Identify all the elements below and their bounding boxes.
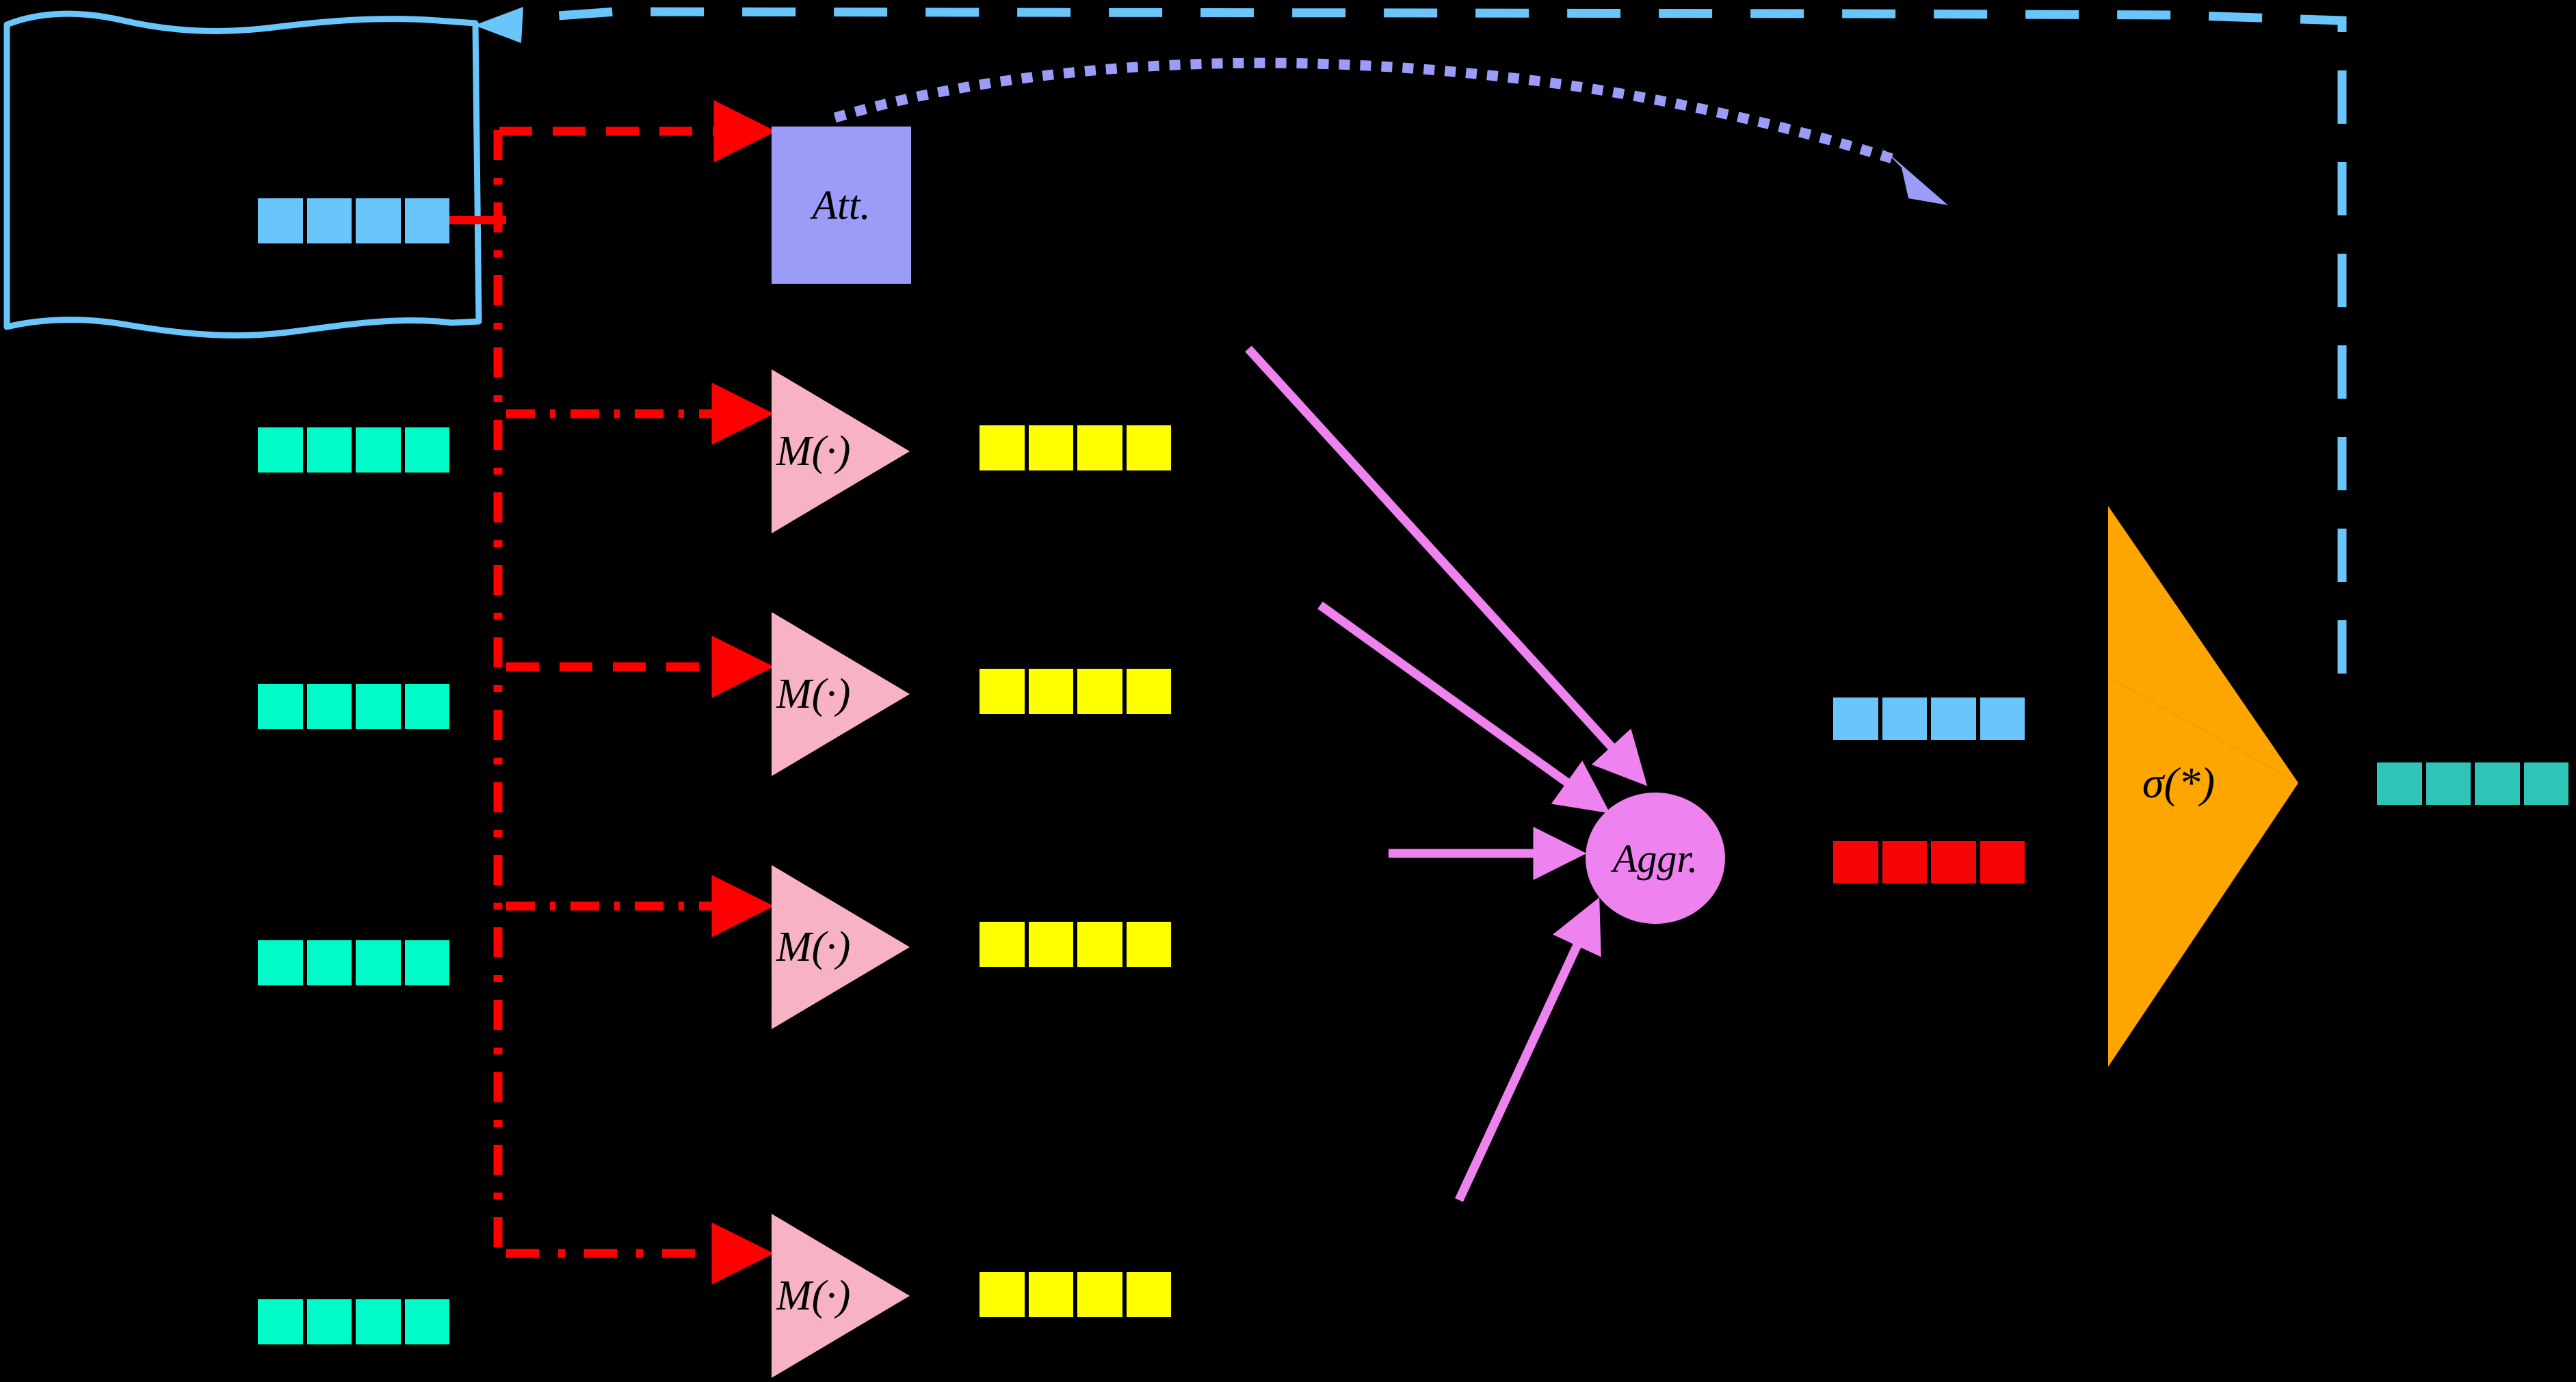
vector-cell: [2523, 762, 2568, 805]
vector-cell: [306, 427, 352, 473]
message-vector-3: [980, 922, 1171, 967]
vector-cell: [1077, 425, 1122, 470]
output-feature-vector: [2377, 762, 2568, 805]
vector-cell: [356, 427, 401, 473]
feedback-loop: [474, 7, 2347, 674]
vector-cell: [258, 684, 303, 729]
vector-cell: [1126, 425, 1171, 470]
vector-cell: [404, 1299, 449, 1344]
vector-cell: [1980, 841, 2025, 883]
vector-cell: [2377, 762, 2422, 805]
neighbor-feature-2: [258, 684, 449, 729]
vector-cell: [1028, 922, 1073, 967]
vector-cell: [1126, 1272, 1171, 1317]
vector-cell: [356, 940, 401, 985]
aggregation-arrows: [1245, 345, 1648, 1202]
vector-cell: [306, 198, 352, 243]
message-function-triangles: [772, 369, 910, 1378]
vector-cell: [2426, 762, 2471, 805]
vector-cell: [980, 425, 1025, 470]
neighbor-feature-3: [258, 940, 449, 985]
aggregation-node-label[interactable]: Aggr.: [1612, 836, 1698, 881]
vector-cell: [1931, 841, 1976, 883]
attention-curve: [833, 57, 1948, 205]
vector-cell: [258, 427, 303, 473]
target-node-feature: [258, 198, 449, 243]
vector-cell: [1077, 669, 1122, 714]
vector-cell: [1077, 922, 1122, 967]
vector-cell: [356, 1299, 401, 1344]
vector-cell: [1028, 669, 1073, 714]
vector-cell: [1833, 841, 1878, 883]
vector-cell: [306, 1299, 352, 1344]
aggregated-vector: [1833, 841, 2025, 883]
neighbor-feature-1: [258, 427, 449, 473]
message-fn-label-1: M(·): [776, 428, 851, 475]
vector-cell: [2475, 762, 2520, 805]
vector-cell: [980, 669, 1025, 714]
vector-cell: [306, 684, 352, 729]
vector-cell: [258, 1299, 303, 1344]
message-vector-4: [980, 1272, 1171, 1317]
vector-cell: [1833, 697, 1878, 740]
message-fn-label-3: M(·): [776, 924, 851, 970]
vector-cell: [1931, 697, 1976, 740]
vector-cell: [258, 940, 303, 985]
vector-cell: [404, 684, 449, 729]
feature-bus: [449, 100, 776, 1285]
vector-cell: [980, 1272, 1025, 1317]
sigma-node-label[interactable]: σ(*): [2142, 758, 2216, 807]
message-fn-label-4: M(·): [776, 1273, 851, 1319]
vector-cell: [306, 940, 352, 985]
neighbor-feature-4: [258, 1299, 449, 1344]
vector-cell: [404, 427, 449, 473]
vector-cell: [1077, 1272, 1122, 1317]
vector-cell: [1126, 669, 1171, 714]
vector-cell: [356, 684, 401, 729]
vector-cell: [258, 198, 303, 243]
vector-cell: [1028, 425, 1073, 470]
vector-cell: [404, 940, 449, 985]
message-vector-2: [980, 669, 1171, 714]
target-node-region: [3, 10, 482, 338]
self-feature-vector: [1833, 697, 2025, 740]
vector-cell: [1882, 697, 1927, 740]
message-vector-1: [980, 425, 1171, 470]
attention-block-label: Att.: [812, 182, 871, 228]
vector-cell: [980, 922, 1025, 967]
vector-cell: [1028, 1272, 1073, 1317]
vector-cell: [356, 198, 401, 243]
message-fn-label-2: M(·): [776, 671, 851, 717]
vector-cell: [1980, 697, 2025, 740]
vector-cell: [404, 198, 449, 243]
vector-cell: [1126, 922, 1171, 967]
vector-cell: [1882, 841, 1927, 883]
attention-block[interactable]: Att.: [772, 127, 911, 284]
